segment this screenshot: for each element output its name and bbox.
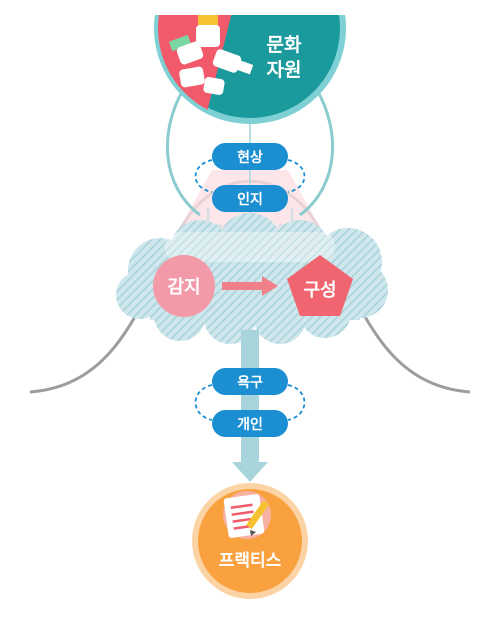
compose-label: 구성 — [303, 280, 336, 301]
individual-label: 개인 — [237, 416, 263, 433]
cognition-label: 인지 — [237, 191, 263, 208]
stem — [241, 330, 259, 465]
notepad-pencil-icon — [223, 491, 271, 539]
practice-label: 프랙티스 — [219, 551, 282, 571]
hands-together-icon — [168, 15, 254, 95]
sense-label: 감지 — [167, 277, 200, 298]
individual-pill: 개인 — [212, 410, 288, 437]
practice-circle: 프랙티스 — [192, 483, 308, 599]
sense-node: 감지 — [153, 255, 215, 317]
compose-node: 구성 — [287, 255, 353, 316]
phenomenon-pill: 현상 — [212, 143, 288, 170]
stem-arrow-head — [232, 462, 268, 482]
phenomenon-label: 현상 — [237, 150, 263, 166]
desire-pill: 욕구 — [212, 368, 288, 395]
cloud-highlight — [165, 232, 335, 262]
cognition-pill: 인지 — [212, 185, 288, 212]
culture-resource-label-2: 자원 — [267, 59, 302, 81]
culture-resource-label-1: 문화 — [267, 34, 302, 56]
arrow-right-icon — [222, 276, 278, 296]
outer-loop-right — [299, 89, 334, 217]
desire-label: 욕구 — [237, 375, 263, 391]
outer-loop-left — [166, 89, 201, 217]
dashed-cycle-top — [194, 159, 306, 193]
